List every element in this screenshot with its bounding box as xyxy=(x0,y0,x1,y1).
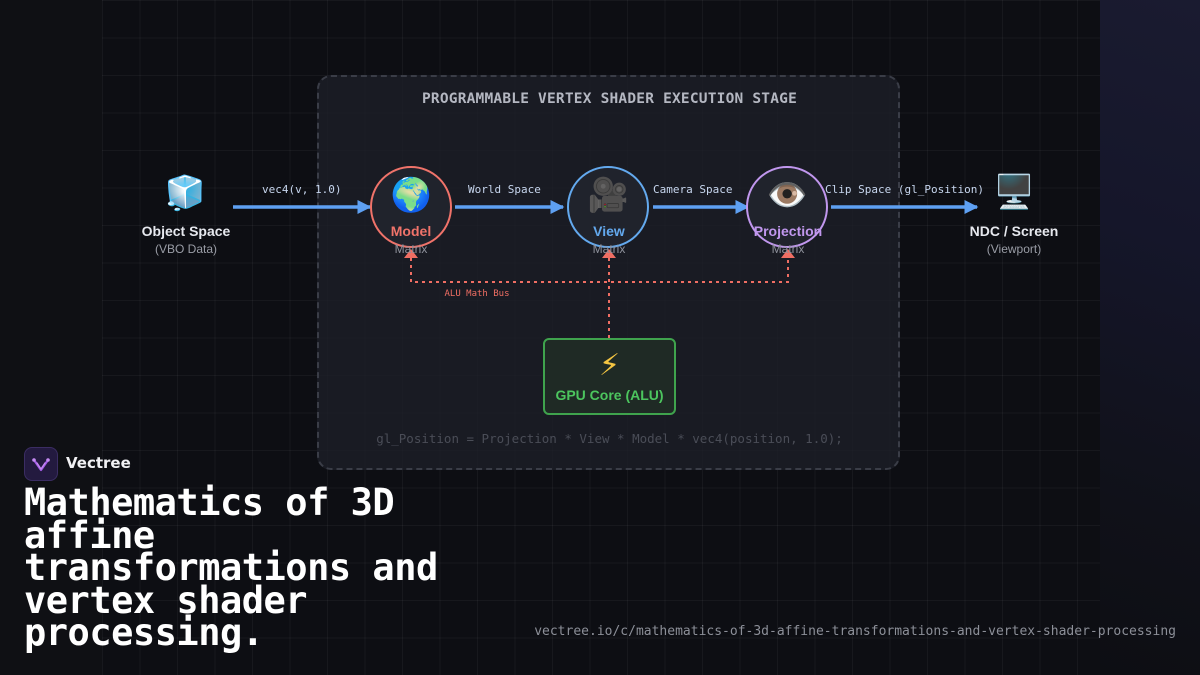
bus-arrow-model xyxy=(404,249,418,258)
view-matrix-node xyxy=(567,166,649,248)
edge-label-vec4: vec4(v, 1.0) xyxy=(262,183,342,196)
globe-icon: 🌍 xyxy=(390,175,432,214)
gpu-core-box xyxy=(543,338,676,415)
background-left-panel xyxy=(0,0,102,675)
source-label: Object Space xyxy=(141,223,231,239)
shader-formula: gl_Position = Projection * View * Model … xyxy=(376,431,843,446)
view-node-label: View xyxy=(593,223,625,239)
projection-node-label: Projection xyxy=(753,223,823,239)
gpu-core-label: GPU Core (ALU) xyxy=(555,387,664,403)
target-sublabel: (Viewport) xyxy=(986,242,1042,256)
background-right-panel xyxy=(1100,0,1200,675)
lightning-bolt-icon: ⚡ xyxy=(598,348,621,383)
edge-label-world-space: World Space xyxy=(468,183,541,196)
edge-label-clip-space: Clip Space (gl_Position) xyxy=(825,183,984,196)
page-headline: Mathematics of 3D affine transformations… xyxy=(24,481,438,654)
bus-arrow-projection xyxy=(781,249,795,258)
bus-arrow-view xyxy=(602,249,616,258)
eye-icon: 👁️ xyxy=(766,175,808,214)
model-node-label: Model xyxy=(390,223,432,239)
brand-name: Vectree xyxy=(66,454,131,472)
stage-title: PROGRAMMABLE VERTEX SHADER EXECUTION STA… xyxy=(421,91,798,107)
projection-matrix-node xyxy=(746,166,828,248)
target-label: NDC / Screen xyxy=(969,223,1059,239)
page-url: vectree.io/c/mathematics-of-3d-affine-tr… xyxy=(534,624,1176,639)
alu-bus-line xyxy=(410,258,789,283)
ice-cube-icon: 🧊 xyxy=(164,173,206,212)
edge-label-camera-space: Camera Space xyxy=(653,183,733,196)
source-sublabel: (VBO Data) xyxy=(154,242,217,256)
alu-bus-label: ALU Math Bus xyxy=(444,289,510,299)
projection-node-sublabel: Matrix xyxy=(771,242,805,256)
view-node-sublabel: Matrix xyxy=(592,242,626,256)
video-camera-icon: 🎥 xyxy=(587,175,629,214)
vectree-logo-icon xyxy=(24,447,58,481)
model-matrix-node xyxy=(370,166,452,248)
model-node-sublabel: Matrix xyxy=(394,242,428,256)
desktop-monitor-icon: 🖥️ xyxy=(993,172,1035,211)
